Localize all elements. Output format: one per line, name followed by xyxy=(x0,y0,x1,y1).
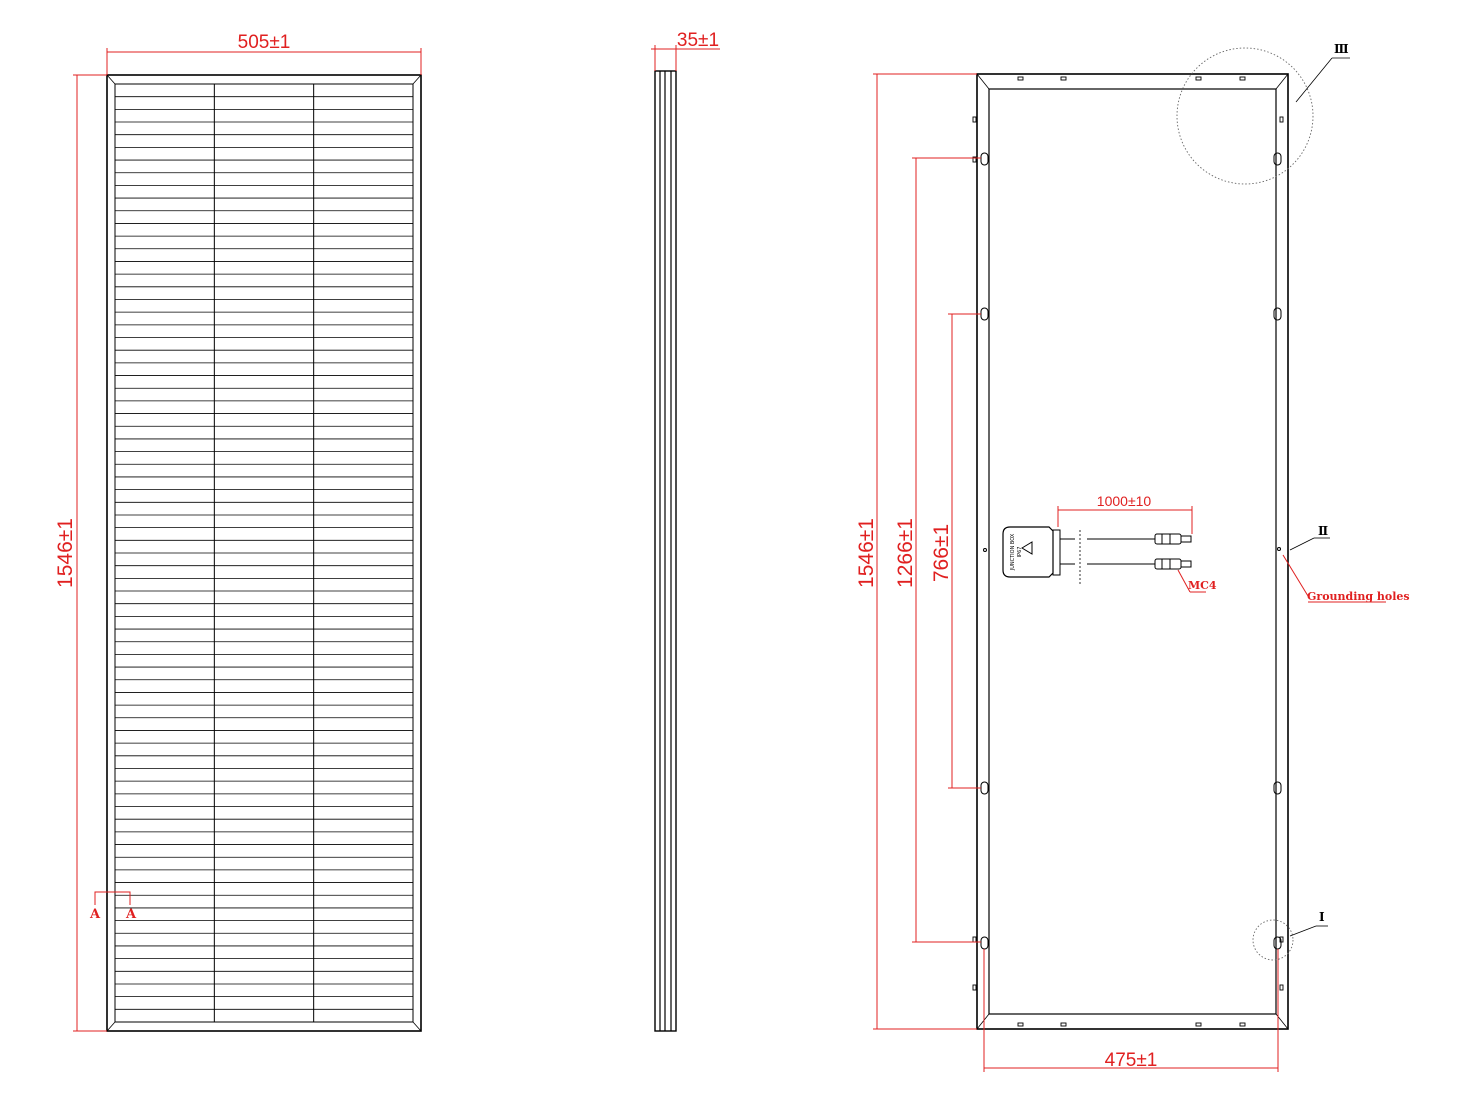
detail-label-i: Ⅰ xyxy=(1319,910,1325,924)
front-frame-outer xyxy=(106,74,422,1032)
back-frame-inner xyxy=(988,88,1277,1015)
back-bottom-width-dim: 475±1 xyxy=(1105,1050,1158,1071)
section-marker-left: A xyxy=(89,907,101,922)
detail-label-iii: Ⅲ xyxy=(1334,42,1349,56)
hole-span-outer-dim: 1266±1 xyxy=(894,518,917,588)
connector-label: MC4 xyxy=(1188,579,1217,592)
side-view: 35±1 xyxy=(651,30,720,1032)
section-marker-right: A xyxy=(125,907,137,922)
cables xyxy=(1060,530,1155,585)
cable-length-dim: 1000±10 xyxy=(1097,493,1152,509)
grounding-hole-left xyxy=(983,548,987,552)
detail-circle-iii xyxy=(1176,47,1314,185)
back-view: JUNCTION BOX IP67 1000±10 xyxy=(855,42,1410,1072)
junction-box: JUNCTION BOX IP67 xyxy=(1002,526,1061,578)
detail-label-ii: Ⅱ xyxy=(1318,524,1328,538)
front-height-dim: 1546±1 xyxy=(54,518,77,588)
hole-span-inner-dim: 766±1 xyxy=(930,524,953,582)
junction-box-rating: IP67 xyxy=(1017,547,1023,558)
mounting-holes xyxy=(980,152,1282,950)
back-height-dim: 1546±1 xyxy=(855,518,878,588)
grounding-holes-label: Grounding holes xyxy=(1307,590,1410,603)
junction-box-text: JUNCTION BOX xyxy=(1010,533,1016,571)
front-width-dim: 505±1 xyxy=(238,32,291,53)
front-view: 505±1 1546±1 A A xyxy=(54,32,422,1032)
back-frame-outer xyxy=(976,73,1289,1030)
detail-circle-i xyxy=(1252,919,1294,961)
mc4-connectors xyxy=(1154,533,1192,570)
cell-grid xyxy=(115,84,413,1022)
grounding-hole-right xyxy=(1277,547,1281,551)
side-thickness-dim: 35±1 xyxy=(677,30,719,51)
